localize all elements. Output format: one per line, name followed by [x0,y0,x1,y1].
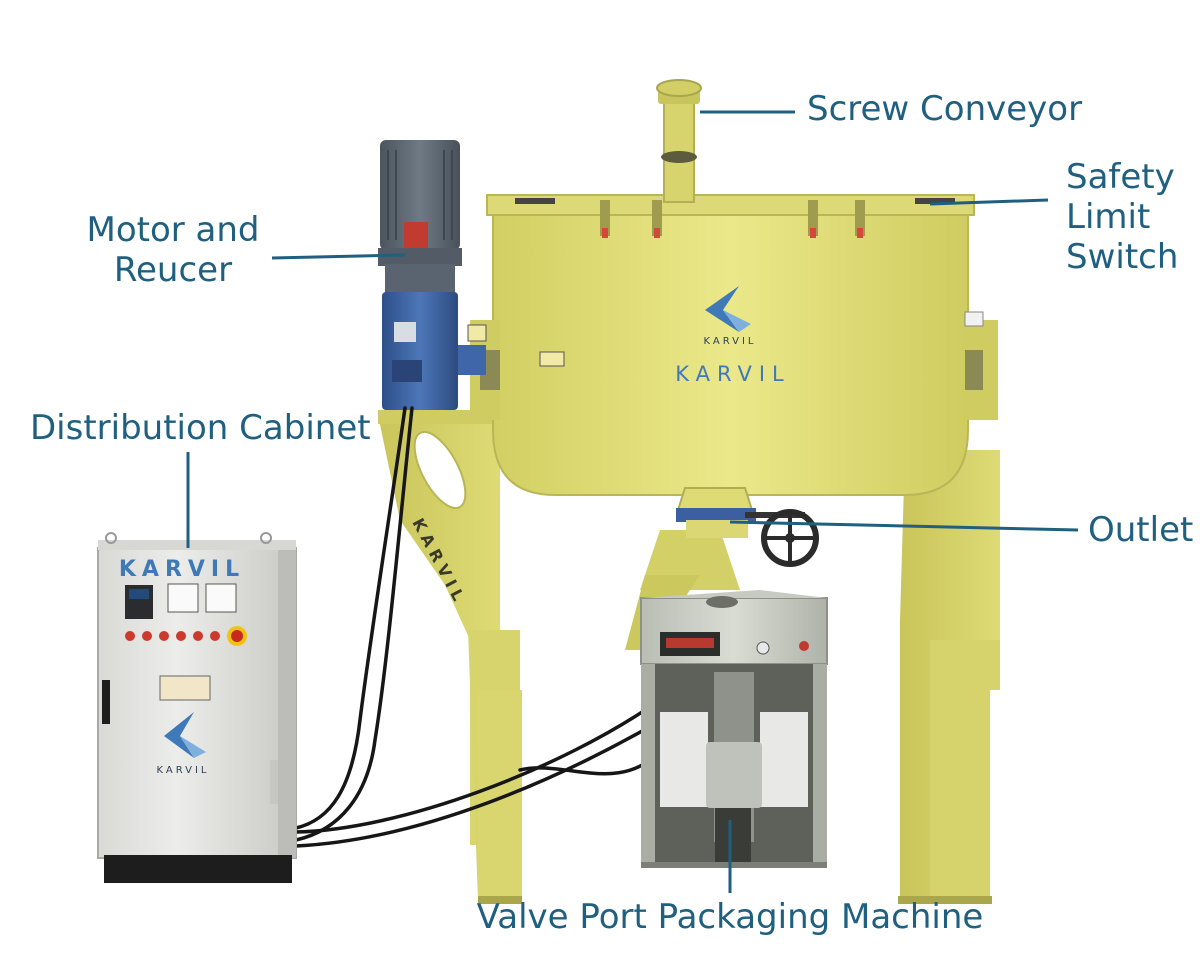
outlet-label: Outlet [1088,510,1194,550]
motor-label-line2: Reucer [113,250,233,290]
label-screw-conveyor: Screw Conveyor [807,89,1082,129]
mixer-emblem-text: KARVIL [704,336,757,347]
mixer-emblem [705,286,751,332]
leader-lines [186,110,1079,893]
label-distribution-cabinet: Distribution Cabinet [30,408,371,448]
safety-label-line1: Safety [1066,157,1175,197]
power-cables [294,406,672,848]
cabinet-logo-text: KARVIL [119,557,245,582]
label-motor-reducer: Motor and Reucer [73,210,273,290]
outlet-valve [676,487,819,567]
valve-port-label: Valve Port Packaging Machine [476,897,984,937]
screw-conveyor [656,79,702,203]
label-safety-limit-switch: Safety Limit Switch [1066,157,1178,277]
motor-label-line1: Motor and [86,210,260,250]
distribution-cabinet-label: Distribution Cabinet [30,408,371,448]
cabinet-emblem-text: KARVIL [157,765,210,776]
leader-outlet [729,520,1079,532]
label-valve-port: Valve Port Packaging Machine [440,897,1020,937]
distribution-cabinet [97,532,297,883]
leader-motor-reducer [271,253,406,260]
screw-conveyor-label: Screw Conveyor [807,89,1083,129]
mixer-tank [467,194,998,496]
packaging-machine [640,590,828,868]
label-outlet: Outlet [1088,510,1193,550]
mixer-brand-text: KARVIL [675,362,790,386]
safety-label-line2: Limit [1066,197,1151,237]
leader-safety-limit-switch [929,198,1049,206]
motor-reducer [378,140,486,410]
safety-label-line3: Switch [1066,237,1179,277]
